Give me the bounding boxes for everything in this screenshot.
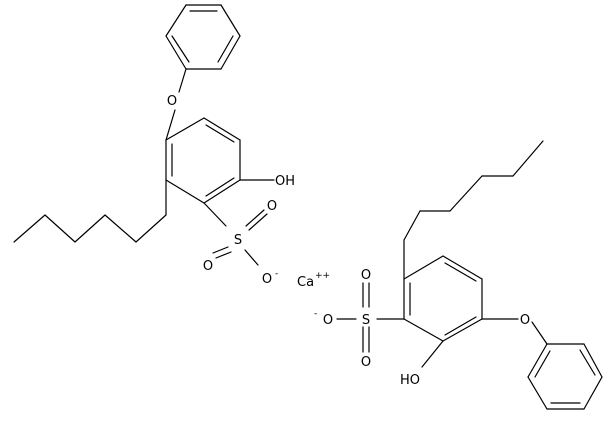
anion-1-charge: - xyxy=(275,269,278,279)
anion-1-s-o-double-a2 xyxy=(248,213,268,231)
anion-1-s-o-double-b2 xyxy=(212,246,229,254)
anion-1-s-o-double-b1 xyxy=(215,251,232,259)
anion-1-ether-oxygen: O xyxy=(167,94,177,109)
anion-2-charge: - xyxy=(314,309,317,319)
calcium-label: Ca xyxy=(297,275,314,290)
anion-1-hexyl-chain xyxy=(13,179,167,243)
anion-2-oxygen-a: O xyxy=(361,268,371,283)
anion-2-sulfur: S xyxy=(362,313,370,328)
anion-1-oxygen-b: O xyxy=(203,259,213,274)
anion-2-hydroxyl-label: HO xyxy=(400,373,420,388)
anion-1-s-o-double-a1 xyxy=(245,209,265,227)
anion-2-oxygen-charged: O xyxy=(323,313,333,328)
anion-2-ether-oxygen: O xyxy=(520,313,530,328)
anion-1-ether-bond-upper xyxy=(178,68,187,93)
anion-2-hydroxyl-bond xyxy=(421,340,444,368)
anion-1: O OH S O O O - xyxy=(13,4,295,287)
calcium-cation: Ca ++ xyxy=(297,271,330,290)
anion-1-benzene-ring xyxy=(165,117,241,204)
anion-2-oxygen-b: O xyxy=(361,355,371,370)
anion-1-oxygen-a: O xyxy=(267,199,277,214)
anion-1-ether-bond-lower xyxy=(165,109,176,141)
anion-2: O HO S O O O - xyxy=(314,140,603,410)
anion-2-benzene-ring xyxy=(403,255,483,342)
anion-1-s-o-single xyxy=(244,249,259,266)
anion-1-oxygen-charged: O xyxy=(262,272,272,287)
calcium-charge: ++ xyxy=(315,271,330,281)
anion-1-hydroxyl-label: OH xyxy=(275,174,295,189)
anion-2-phenyl-ring xyxy=(527,343,603,410)
anion-1-phenyl-ring xyxy=(165,4,241,70)
anion-1-sulfur: S xyxy=(234,233,242,248)
anion-1-c-s-bond xyxy=(203,202,227,227)
anion-2-hexyl-chain xyxy=(403,140,544,280)
anion-2-ether-bond-right xyxy=(531,321,548,345)
